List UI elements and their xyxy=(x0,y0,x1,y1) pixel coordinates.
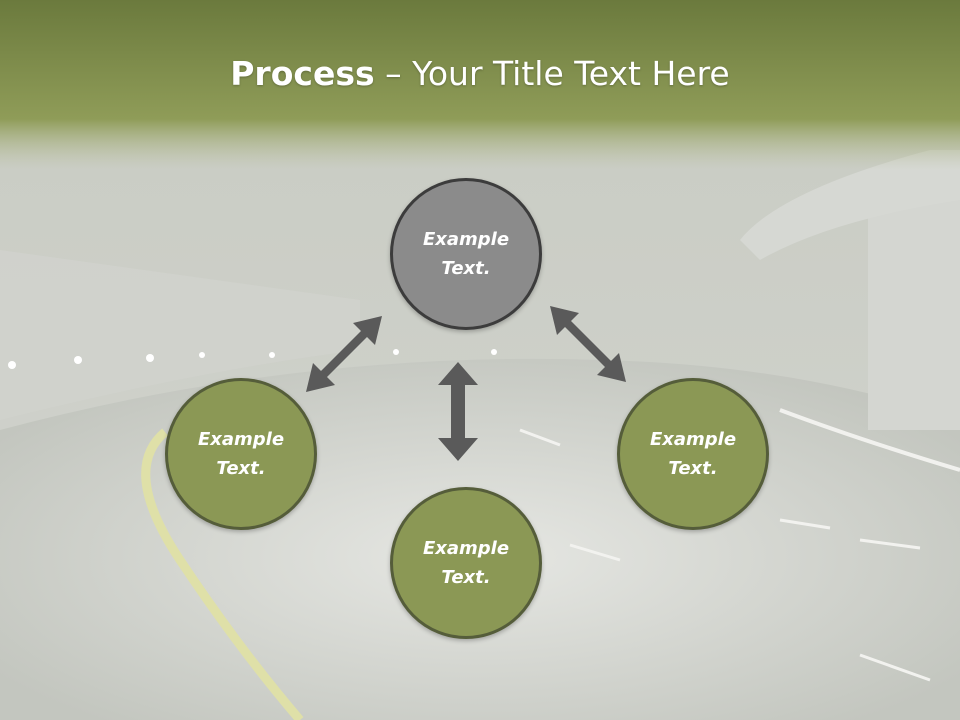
arrow-top-left xyxy=(306,316,382,392)
process-node-right: Example Text. xyxy=(617,378,769,530)
title-bold: Process xyxy=(230,54,375,93)
process-node-left: Example Text. xyxy=(165,378,317,530)
node-label: Example Text. xyxy=(649,429,737,479)
node-label: Example Text. xyxy=(197,429,285,479)
process-node-bottom: Example Text. xyxy=(390,487,542,639)
title-rest: – Your Title Text Here xyxy=(374,54,730,93)
slide-title: Process – Your Title Text Here xyxy=(0,52,960,96)
node-label: Example Text. xyxy=(422,229,510,279)
node-label: Example Text. xyxy=(422,538,510,588)
arrow-top-bottom xyxy=(438,362,478,461)
process-node-top: Example Text. xyxy=(390,178,542,330)
arrow-top-right xyxy=(550,306,626,382)
